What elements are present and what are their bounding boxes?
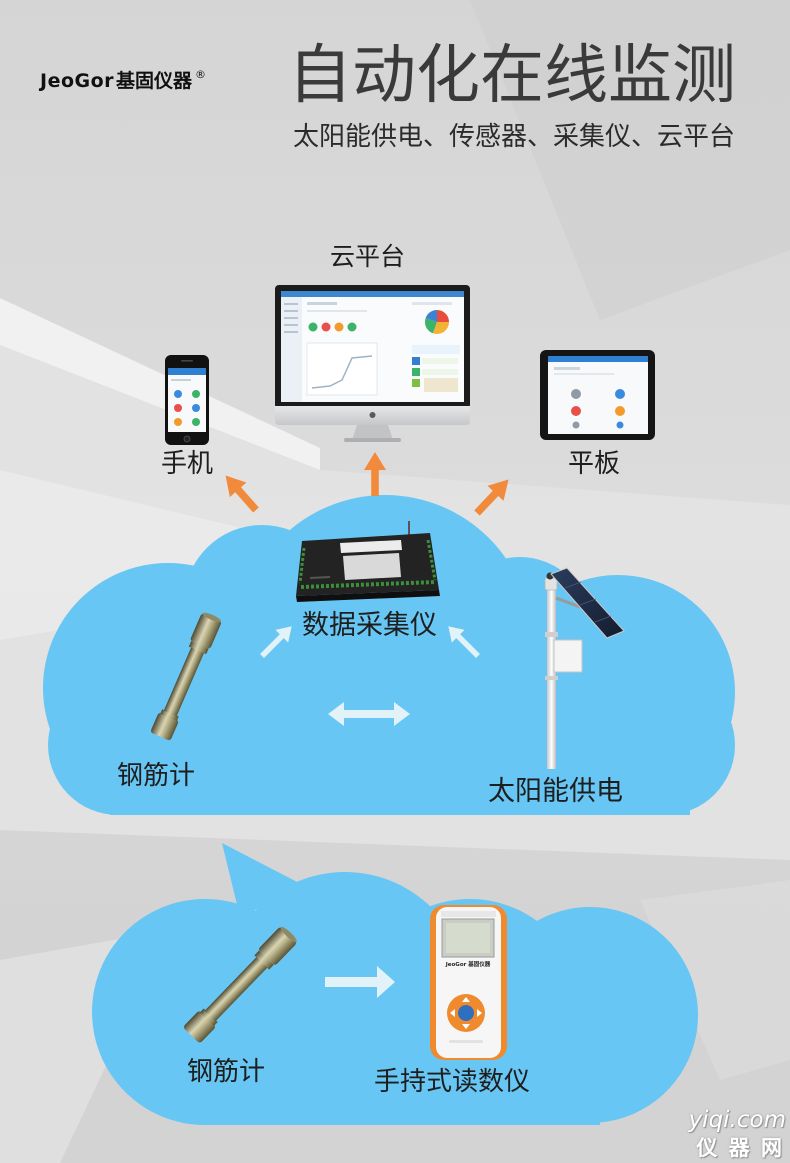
monitor-logo-icon — [369, 412, 376, 418]
label-phone: 手机 — [161, 449, 214, 479]
label-cloud-platform: 云平台 — [330, 242, 406, 271]
label-solar-power: 太阳能供电 — [488, 776, 623, 807]
brand-name-cn: 基固仪器 — [116, 70, 193, 92]
tablet-device — [540, 350, 655, 440]
arrow-to-tablet-icon — [474, 479, 509, 516]
handheld-brand-label: JeoGor 基固仪器 — [445, 960, 491, 968]
monitor-pie-chart — [424, 309, 450, 335]
double-arrow-icon — [328, 702, 410, 726]
arrow-up-icon — [225, 452, 509, 516]
arrow-solar-to-collector-icon — [448, 626, 480, 658]
label-rebar-gauge-manual: 钢筋计 — [187, 1057, 266, 1087]
brand-name-en: JeoGor — [40, 70, 115, 92]
phone-device — [165, 355, 209, 445]
registered-mark: ® — [195, 68, 207, 81]
handheld-ok-button — [458, 1005, 474, 1021]
page-title: 自动化在线监测 — [288, 39, 736, 113]
phone-screen — [168, 368, 206, 432]
arrow-rebar-to-reader-icon — [325, 966, 395, 998]
label-handheld-reader: 手持式读数仪 — [374, 1067, 531, 1097]
solar-panel — [550, 567, 625, 639]
rebar-gauge-sensor — [151, 612, 222, 741]
arrow-to-cloud-platform-icon — [364, 452, 386, 496]
data-collector-device — [296, 521, 440, 602]
watermark-domain: yiqi.com — [688, 1107, 786, 1133]
solar-power-pole — [544, 567, 625, 769]
label-tablet: 平板 — [568, 449, 621, 479]
arrow-icon — [260, 626, 480, 998]
label-rebar-gauge: 钢筋计 — [117, 761, 196, 791]
label-data-collector: 数据采集仪 — [302, 610, 437, 641]
arrow-to-phone-icon — [225, 475, 259, 513]
monitor-device — [275, 285, 470, 442]
rebar-gauge-sensor-manual — [184, 926, 297, 1043]
page-subtitle: 太阳能供电、传感器、采集仪、云平台 — [292, 122, 735, 152]
arrow-rebar-to-collector-icon — [260, 626, 292, 658]
junction-box — [553, 639, 583, 673]
phone-home-button-icon — [183, 435, 191, 443]
watermark-name: 仪 器 网 — [696, 1136, 784, 1160]
handheld-reader-device: JeoGor 基固仪器 — [430, 905, 507, 1060]
monitor-line-chart — [311, 355, 373, 389]
